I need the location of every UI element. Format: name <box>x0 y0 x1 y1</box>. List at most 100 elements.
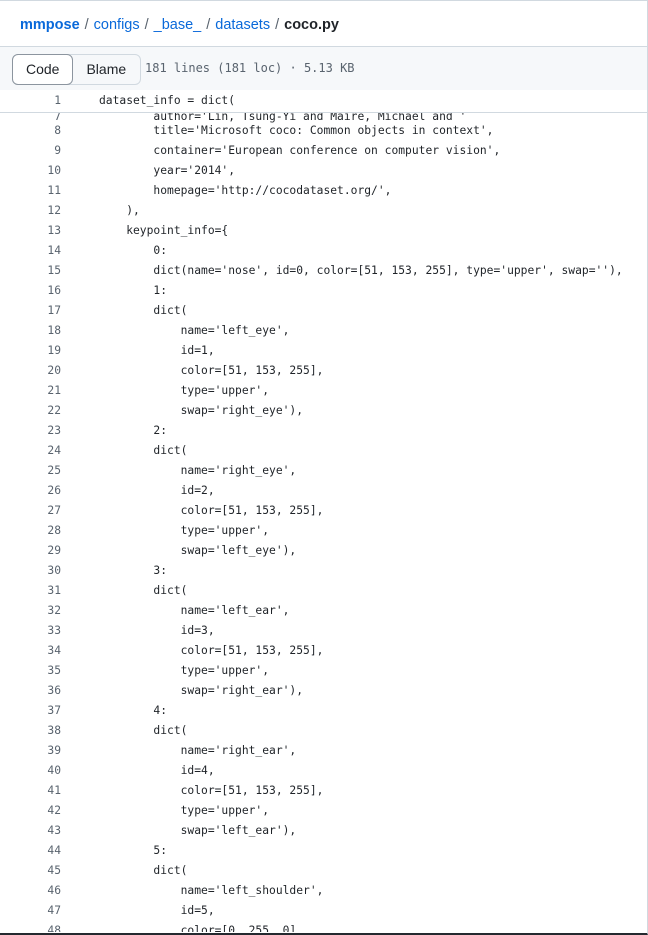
line-number[interactable]: 33 <box>47 624 61 637</box>
line-number[interactable]: 44 <box>47 844 61 857</box>
code-line: 22 swap='right_eye'), <box>0 401 647 421</box>
line-number[interactable]: 36 <box>47 684 61 697</box>
line-number[interactable]: 39 <box>47 744 61 757</box>
code-line: 21 type='upper', <box>0 381 647 401</box>
code-line: 34 color=[51, 153, 255], <box>0 641 647 661</box>
code-line: 11 homepage='http://cocodataset.org/', <box>0 181 647 201</box>
line-number[interactable]: 35 <box>47 664 61 677</box>
breadcrumb-configs-link[interactable]: configs <box>93 17 140 33</box>
code-line: 35 type='upper', <box>0 661 647 681</box>
code-line: 31 dict( <box>0 581 647 601</box>
line-number[interactable]: 10 <box>47 164 61 177</box>
code-line: 16 1: <box>0 281 647 301</box>
code-line-text: ), <box>99 204 140 217</box>
line-number[interactable]: 24 <box>47 444 61 457</box>
breadcrumb-datasets-link[interactable]: datasets <box>215 17 271 33</box>
code-tab-button[interactable]: Code <box>12 54 74 85</box>
code-line-text: 5: <box>99 844 168 857</box>
line-number[interactable]: 12 <box>47 204 61 217</box>
line-number[interactable]: 31 <box>47 584 61 597</box>
line-number[interactable]: 14 <box>47 244 61 257</box>
code-line-text: swap='right_eye'), <box>99 404 304 417</box>
code-line-text: swap='left_eye'), <box>99 544 297 557</box>
code-line: 32 name='left_ear', <box>0 601 647 621</box>
code-line-text: homepage='http://cocodataset.org/', <box>99 184 392 197</box>
line-number[interactable]: 23 <box>47 424 61 437</box>
code-line: 25 name='right_eye', <box>0 461 647 481</box>
code-line-text: id=4, <box>99 764 215 777</box>
line-number[interactable]: 11 <box>47 184 61 197</box>
breadcrumb-repo-link[interactable]: mmpose <box>20 17 80 33</box>
code-line: 12 ), <box>0 201 647 221</box>
line-number: 7 <box>54 110 61 123</box>
line-number[interactable]: 16 <box>47 284 61 297</box>
code-line-text: type='upper', <box>99 664 270 677</box>
line-number[interactable]: 42 <box>47 804 61 817</box>
line-number[interactable]: 22 <box>47 404 61 417</box>
code-line: 47 id=5, <box>0 901 647 921</box>
code-line: 14 0: <box>0 241 647 261</box>
line-number[interactable]: 28 <box>47 524 61 537</box>
code-line-text: name='left_eye', <box>99 324 290 337</box>
line-number[interactable]: 27 <box>47 504 61 517</box>
code-line: 41 color=[51, 153, 255], <box>0 781 647 801</box>
code-line-text: dict( <box>99 864 188 877</box>
line-number[interactable]: 30 <box>47 564 61 577</box>
code-line-text: 1: <box>99 284 168 297</box>
breadcrumb-separator: / <box>84 17 89 33</box>
code-line: 33 id=3, <box>0 621 647 641</box>
line-number[interactable]: 15 <box>47 264 61 277</box>
code-line: 19 id=1, <box>0 341 647 361</box>
code-line-text: type='upper', <box>99 384 270 397</box>
sticky-header-line: 1 dataset_info = dict( <box>0 90 647 113</box>
code-line: 23 2: <box>0 421 647 441</box>
line-number[interactable]: 32 <box>47 604 61 617</box>
line-number[interactable]: 21 <box>47 384 61 397</box>
blame-tab-button[interactable]: Blame <box>86 61 127 77</box>
code-line-text: name='left_shoulder', <box>99 884 324 897</box>
line-number[interactable]: 45 <box>47 864 61 877</box>
code-line-text: 0: <box>99 244 168 257</box>
line-number[interactable]: 41 <box>47 784 61 797</box>
line-number[interactable]: 40 <box>47 764 61 777</box>
code-line: 36 swap='right_ear'), <box>0 681 647 701</box>
code-line-text: id=1, <box>99 344 215 357</box>
code-line-text: color=[0, 255, 0], <box>99 924 304 932</box>
code-line: 9 container='European conference on comp… <box>0 141 647 161</box>
code-line: 18 name='left_eye', <box>0 321 647 341</box>
code-line: 39 name='right_ear', <box>0 741 647 761</box>
code-line: 13 keypoint_info={ <box>0 221 647 241</box>
line-number[interactable]: 20 <box>47 364 61 377</box>
line-number[interactable]: 34 <box>47 644 61 657</box>
line-number[interactable]: 18 <box>47 324 61 337</box>
line-number[interactable]: 26 <box>47 484 61 497</box>
line-number[interactable]: 46 <box>47 884 61 897</box>
line-number[interactable]: 29 <box>47 544 61 557</box>
code-line-text: color=[51, 153, 255], <box>99 364 324 377</box>
line-number[interactable]: 9 <box>54 144 61 157</box>
line-number[interactable]: 8 <box>54 124 61 137</box>
line-number[interactable]: 25 <box>47 464 61 477</box>
line-number[interactable]: 37 <box>47 704 61 717</box>
line-number[interactable]: 19 <box>47 344 61 357</box>
line-number[interactable]: 47 <box>47 904 61 917</box>
breadcrumb-separator: / <box>275 17 280 33</box>
code-line: 44 5: <box>0 841 647 861</box>
breadcrumb-base-link[interactable]: _base_ <box>153 17 202 33</box>
code-line-text: swap='left_ear'), <box>99 824 297 837</box>
code-line: 8 title='Microsoft coco: Common objects … <box>0 121 647 141</box>
code-viewer[interactable]: 7 author='Lin, Tsung-Yi and Maire, Micha… <box>0 90 647 932</box>
breadcrumb-current-file: coco.py <box>284 17 339 33</box>
line-number[interactable]: 38 <box>47 724 61 737</box>
line-number[interactable]: 17 <box>47 304 61 317</box>
line-number[interactable]: 43 <box>47 824 61 837</box>
code-line: 17 dict( <box>0 301 647 321</box>
code-line-text: 2: <box>99 424 168 437</box>
code-line-text: container='European conference on comput… <box>99 144 501 157</box>
code-line: 15 dict(name='nose', id=0, color=[51, 15… <box>0 261 647 281</box>
line-number[interactable]: 48 <box>47 924 61 932</box>
line-number[interactable]: 13 <box>47 224 61 237</box>
file-info: 181 lines (181 loc) · 5.13 KB <box>145 61 355 75</box>
code-line: 30 3: <box>0 561 647 581</box>
code-line: 27 color=[51, 153, 255], <box>0 501 647 521</box>
